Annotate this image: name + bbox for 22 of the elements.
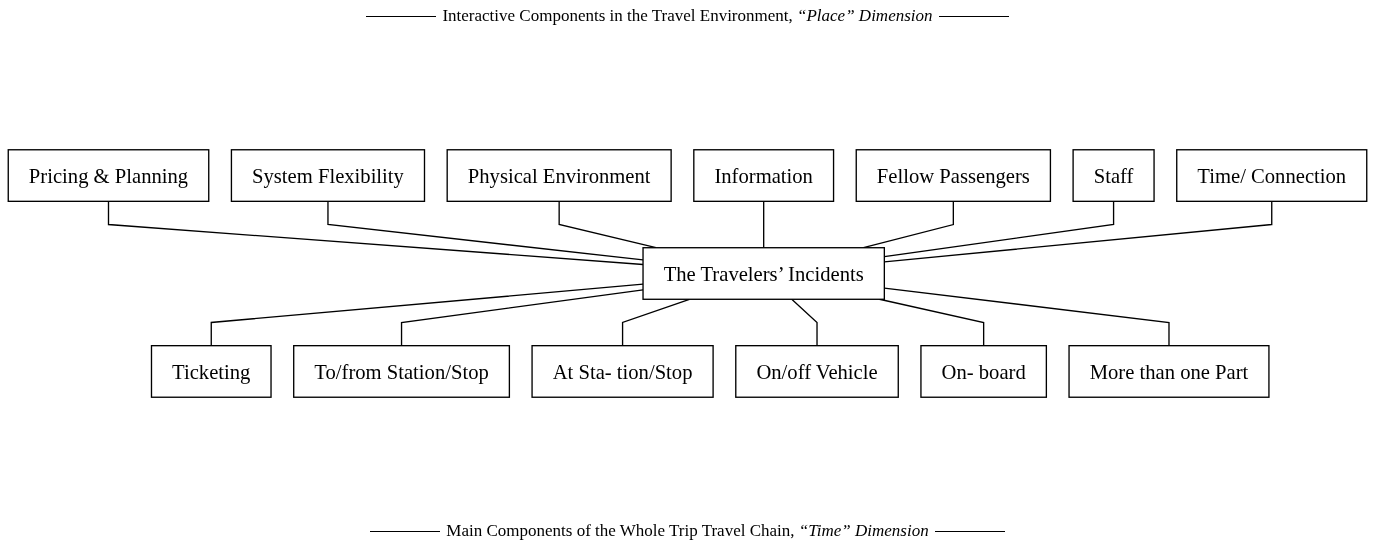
- connector: [327, 200, 644, 261]
- node-box: Physical Environment: [446, 149, 672, 202]
- diagram-caption: Main Components of the Whole Trip Travel Chain, “Time” Dimension: [446, 521, 929, 541]
- connector: [791, 298, 818, 347]
- node-box: Staff: [1072, 149, 1155, 202]
- node-box: Time/ Connection: [1176, 149, 1368, 202]
- node-box: Information: [693, 149, 835, 202]
- diagram-title: Interactive Components in the Travel Environment, “Place” Dimension: [442, 6, 933, 26]
- node-box: To/from Station/Stop: [293, 345, 511, 398]
- connector: [763, 200, 765, 249]
- node-box: Fellow Passengers: [855, 149, 1052, 202]
- connector: [400, 289, 644, 347]
- node-box: Ticketing: [150, 345, 272, 398]
- node-box: System Flexibility: [230, 149, 426, 202]
- node-box: On/off Vehicle: [735, 345, 899, 398]
- connector: [210, 283, 644, 347]
- node-box: More than one Part: [1068, 345, 1270, 398]
- node-box: At Sta- tion/Stop: [531, 345, 714, 398]
- connector: [107, 200, 644, 266]
- node-box: Pricing & Planning: [7, 149, 210, 202]
- node-box: On- board: [920, 345, 1048, 398]
- node-box: The Travelers’ Incidents: [642, 247, 885, 300]
